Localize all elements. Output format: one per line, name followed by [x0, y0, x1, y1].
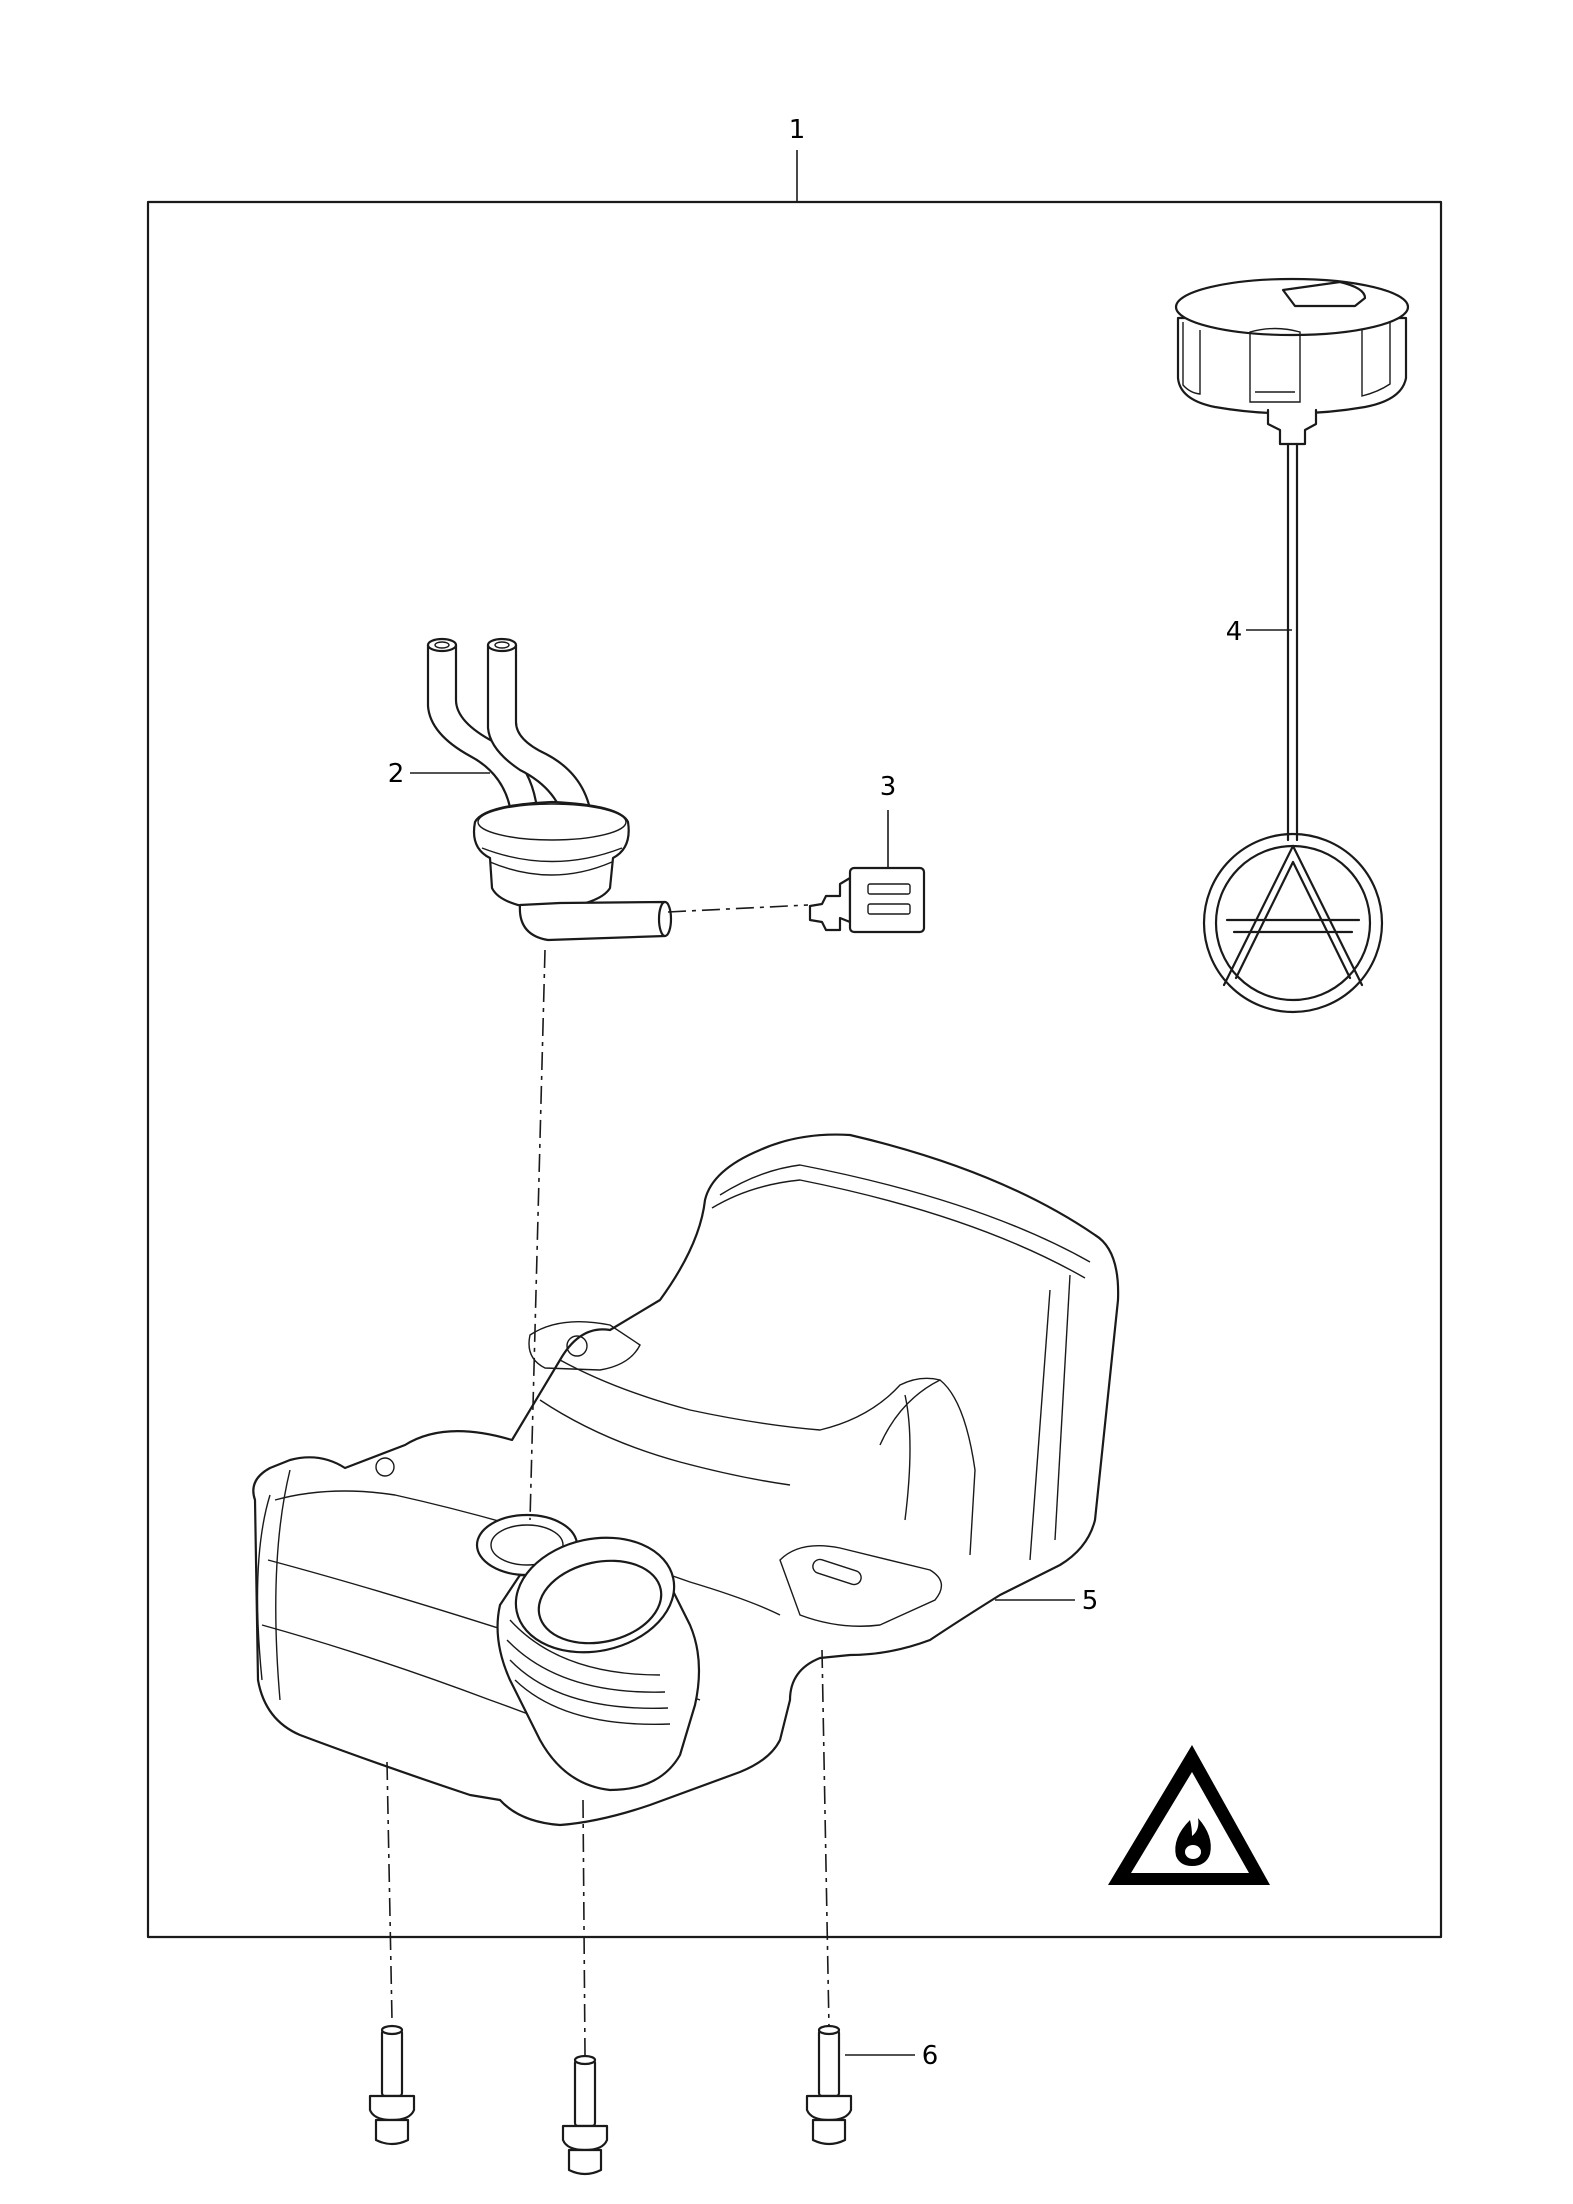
tank-screw-3	[805, 1649, 853, 2146]
fuel-hose-grommet	[426, 637, 673, 942]
callout-3: 3	[880, 772, 897, 802]
callout-6: 6	[922, 2041, 939, 2071]
tank-screw-2	[561, 1799, 609, 2176]
hose-to-tank-line	[529, 949, 546, 1521]
flammable-warning-icon	[1108, 1745, 1270, 1885]
callout-1: 1	[789, 115, 806, 145]
callout-2: 2	[388, 759, 405, 789]
fuel-tank	[252, 1133, 1120, 1827]
cap-strainer-rod	[1246, 453, 1299, 842]
callout-4: 4	[1226, 617, 1243, 647]
hose-to-filter-line	[667, 904, 809, 913]
callout-5: 5	[1082, 1586, 1099, 1616]
fuel-filter	[808, 866, 926, 934]
fuel-cap	[1174, 277, 1410, 457]
tank-screw-1	[368, 1761, 416, 2146]
kit-frame	[146, 150, 1443, 1939]
cap-strainer-ring	[1202, 832, 1384, 1014]
